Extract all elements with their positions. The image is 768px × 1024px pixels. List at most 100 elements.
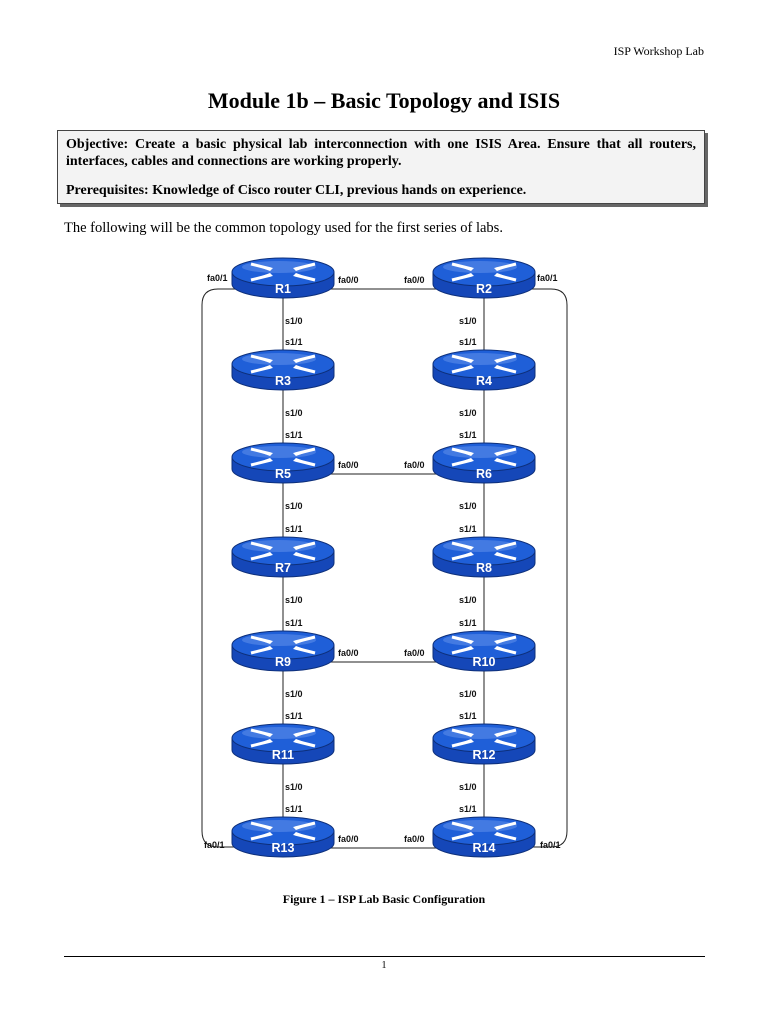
router-arrow-icon (451, 365, 473, 374)
router-arrow-icon (451, 447, 473, 456)
router-label-r12: R12 (473, 748, 496, 762)
interface-label-s1-0: s1/0 (459, 689, 477, 699)
router-arrow-icon (451, 728, 473, 737)
router-arrow-icon (250, 365, 272, 374)
router-icon: R5 (231, 442, 335, 484)
router-arrow-icon (250, 821, 272, 830)
router-arrow-icon (451, 458, 473, 467)
router-icon: R11 (231, 723, 335, 765)
router-icon: R13 (231, 816, 335, 858)
router-arrow-icon (294, 447, 316, 456)
router-arrow-icon (451, 541, 473, 550)
router-arrow-icon (495, 552, 517, 561)
interface-label-s1-0: s1/0 (285, 782, 303, 792)
router-icon: R8 (432, 536, 536, 578)
interface-label-s1-1: s1/1 (285, 430, 303, 440)
router-icon: R6 (432, 442, 536, 484)
router-arrow-icon (451, 646, 473, 655)
router-arrow-icon (250, 541, 272, 550)
router-arrow-icon (294, 552, 316, 561)
router-icon: R2 (432, 257, 536, 299)
router-label-r14: R14 (473, 841, 496, 855)
interface-label-fa0-0: fa0/0 (404, 460, 425, 470)
router-label-r5: R5 (275, 467, 291, 481)
interface-label-s1-0: s1/0 (459, 316, 477, 326)
interface-label-fa0-0: fa0/0 (404, 275, 425, 285)
interface-label-s1-0: s1/0 (285, 689, 303, 699)
router-label-r4: R4 (476, 374, 492, 388)
router-label-r11: R11 (272, 748, 294, 762)
interface-label-s1-0: s1/0 (459, 501, 477, 511)
interface-label-s1-0: s1/0 (285, 316, 303, 326)
router-arrow-icon (294, 646, 316, 655)
router-label-r9: R9 (275, 655, 291, 669)
router-arrow-icon (495, 635, 517, 644)
router-arrow-icon (250, 273, 272, 282)
interface-label-fa0-1: fa0/1 (207, 273, 228, 283)
router-icon: R9 (231, 630, 335, 672)
page-title: Module 1b – Basic Topology and ISIS (207, 88, 561, 113)
router-arrow-icon (495, 821, 517, 830)
loop-link-left (201, 288, 243, 848)
interface-label-s1-1: s1/1 (459, 430, 477, 440)
router-arrow-icon (495, 273, 517, 282)
interface-label-s1-1: s1/1 (285, 711, 303, 721)
diagram-interface-labels: s1/0 s1/1 s1/0 s1/1 s1/0 s1/1 s1/0 s1/1 s1/0 s1/1… (204, 273, 561, 850)
running-header: ISP Workshop Lab (613, 44, 704, 58)
interface-label-s1-1: s1/1 (285, 524, 303, 534)
router-icon: R4 (432, 349, 536, 391)
interface-label-fa0-1: fa0/1 (537, 273, 558, 283)
router-arrow-icon (495, 365, 517, 374)
router-arrow-icon (495, 541, 517, 550)
interface-label-s1-1: s1/1 (285, 804, 303, 814)
router-arrow-icon (250, 646, 272, 655)
router-arrow-icon (294, 365, 316, 374)
interface-label-s1-0: s1/0 (285, 408, 303, 418)
router-arrow-icon (250, 354, 272, 363)
interface-label-s1-0: s1/0 (459, 782, 477, 792)
interface-label-s1-0: s1/0 (459, 408, 477, 418)
router-icon: R7 (231, 536, 335, 578)
router-arrow-icon (250, 739, 272, 748)
router-arrow-icon (451, 552, 473, 561)
router-label-r6: R6 (476, 467, 492, 481)
interface-label-s1-0: s1/0 (285, 501, 303, 511)
router-arrow-icon (294, 728, 316, 737)
router-label-r13: R13 (272, 841, 295, 855)
router-arrow-icon (250, 552, 272, 561)
router-arrow-icon (495, 458, 517, 467)
router-icon: R1 (231, 257, 335, 299)
router-arrow-icon (495, 646, 517, 655)
interface-label-fa0-0: fa0/0 (338, 834, 359, 844)
interface-label-fa0-0: fa0/0 (338, 275, 359, 285)
router-arrow-icon (294, 635, 316, 644)
interface-label-fa0-1: fa0/1 (540, 840, 561, 850)
router-label-r2: R2 (476, 282, 492, 296)
interface-label-fa0-0: fa0/0 (338, 460, 359, 470)
router-arrow-icon (294, 273, 316, 282)
router-arrow-icon (451, 354, 473, 363)
interface-label-s1-1: s1/1 (459, 337, 477, 347)
interface-label-s1-1: s1/1 (459, 711, 477, 721)
router-arrow-icon (451, 832, 473, 841)
router-arrow-icon (250, 262, 272, 271)
router-arrow-icon (294, 354, 316, 363)
router-arrow-icon (294, 541, 316, 550)
router-label-r3: R3 (275, 374, 291, 388)
interface-label-fa0-0: fa0/0 (404, 834, 425, 844)
router-label-r10: R10 (473, 655, 496, 669)
router-arrow-icon (451, 739, 473, 748)
router-arrow-icon (495, 354, 517, 363)
router-arrow-icon (451, 635, 473, 644)
router-arrow-icon (294, 832, 316, 841)
router-icon: R12 (432, 723, 536, 765)
interface-label-s1-1: s1/1 (459, 804, 477, 814)
objective-text: Objective: Create a basic physical lab i… (66, 137, 696, 169)
router-arrow-icon (250, 635, 272, 644)
router-icon: R10 (432, 630, 536, 672)
router-arrow-icon (294, 821, 316, 830)
router-arrow-icon (495, 739, 517, 748)
interface-label-s1-0: s1/0 (285, 595, 303, 605)
